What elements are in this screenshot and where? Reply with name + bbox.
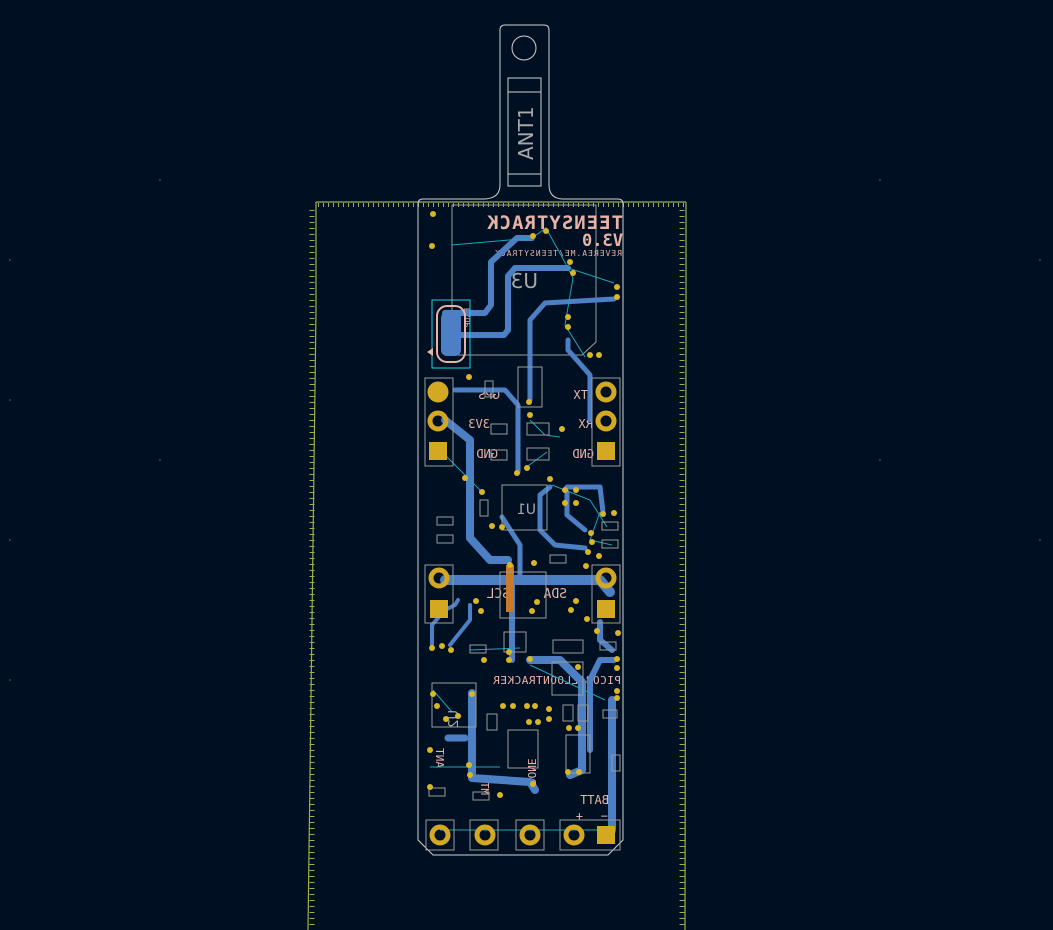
svg-text:GND: GND: [476, 447, 498, 461]
svg-text:BKUP: BKUP: [463, 308, 472, 327]
svg-text:−: −: [601, 809, 608, 823]
keepout-zone: [307, 201, 687, 930]
svg-text:TEENSYTRACK: TEENSYTRACK: [486, 212, 623, 234]
board-outline: [417, 24, 624, 856]
backup-battery: [427, 299, 471, 369]
svg-text:BATT: BATT: [580, 793, 609, 807]
bottom-connectors: [425, 819, 621, 851]
ref-u1: U1: [517, 502, 536, 518]
components: [428, 366, 621, 801]
svg-text:REVEREA.ME/TEENSYTRACK: REVEREA.ME/TEENSYTRACK: [494, 249, 622, 258]
ref-ant1: ANT1: [514, 106, 538, 160]
right-header: [591, 377, 621, 467]
svg-text:GND: GND: [572, 447, 594, 461]
antenna-footprint: [507, 77, 542, 187]
vias: [427, 211, 621, 798]
svg-text:TX: TX: [573, 388, 588, 402]
ref-u3: U3: [511, 269, 538, 293]
svg-text:SDA: SDA: [543, 587, 567, 602]
svg-text:PICOBALLOONTRACKER: PICOBALLOONTRACKER: [493, 674, 621, 687]
mount-hole: [511, 35, 537, 61]
silkscreen-labels: TEENSYTRACK V3.0 REVEREA.ME/TEENSYTRACK …: [433, 212, 623, 823]
svg-text:V3.0: V3.0: [582, 231, 623, 251]
svg-text:3V3: 3V3: [468, 417, 490, 431]
svg-text:ANT: ANT: [433, 748, 446, 768]
svg-text:SCL: SCL: [486, 587, 510, 602]
svg-text:+: +: [576, 809, 583, 823]
grid-dots: [9, 179, 1041, 681]
ref-u2: U2: [447, 710, 462, 728]
i2c-pads: [424, 564, 621, 624]
left-header: [424, 377, 454, 467]
